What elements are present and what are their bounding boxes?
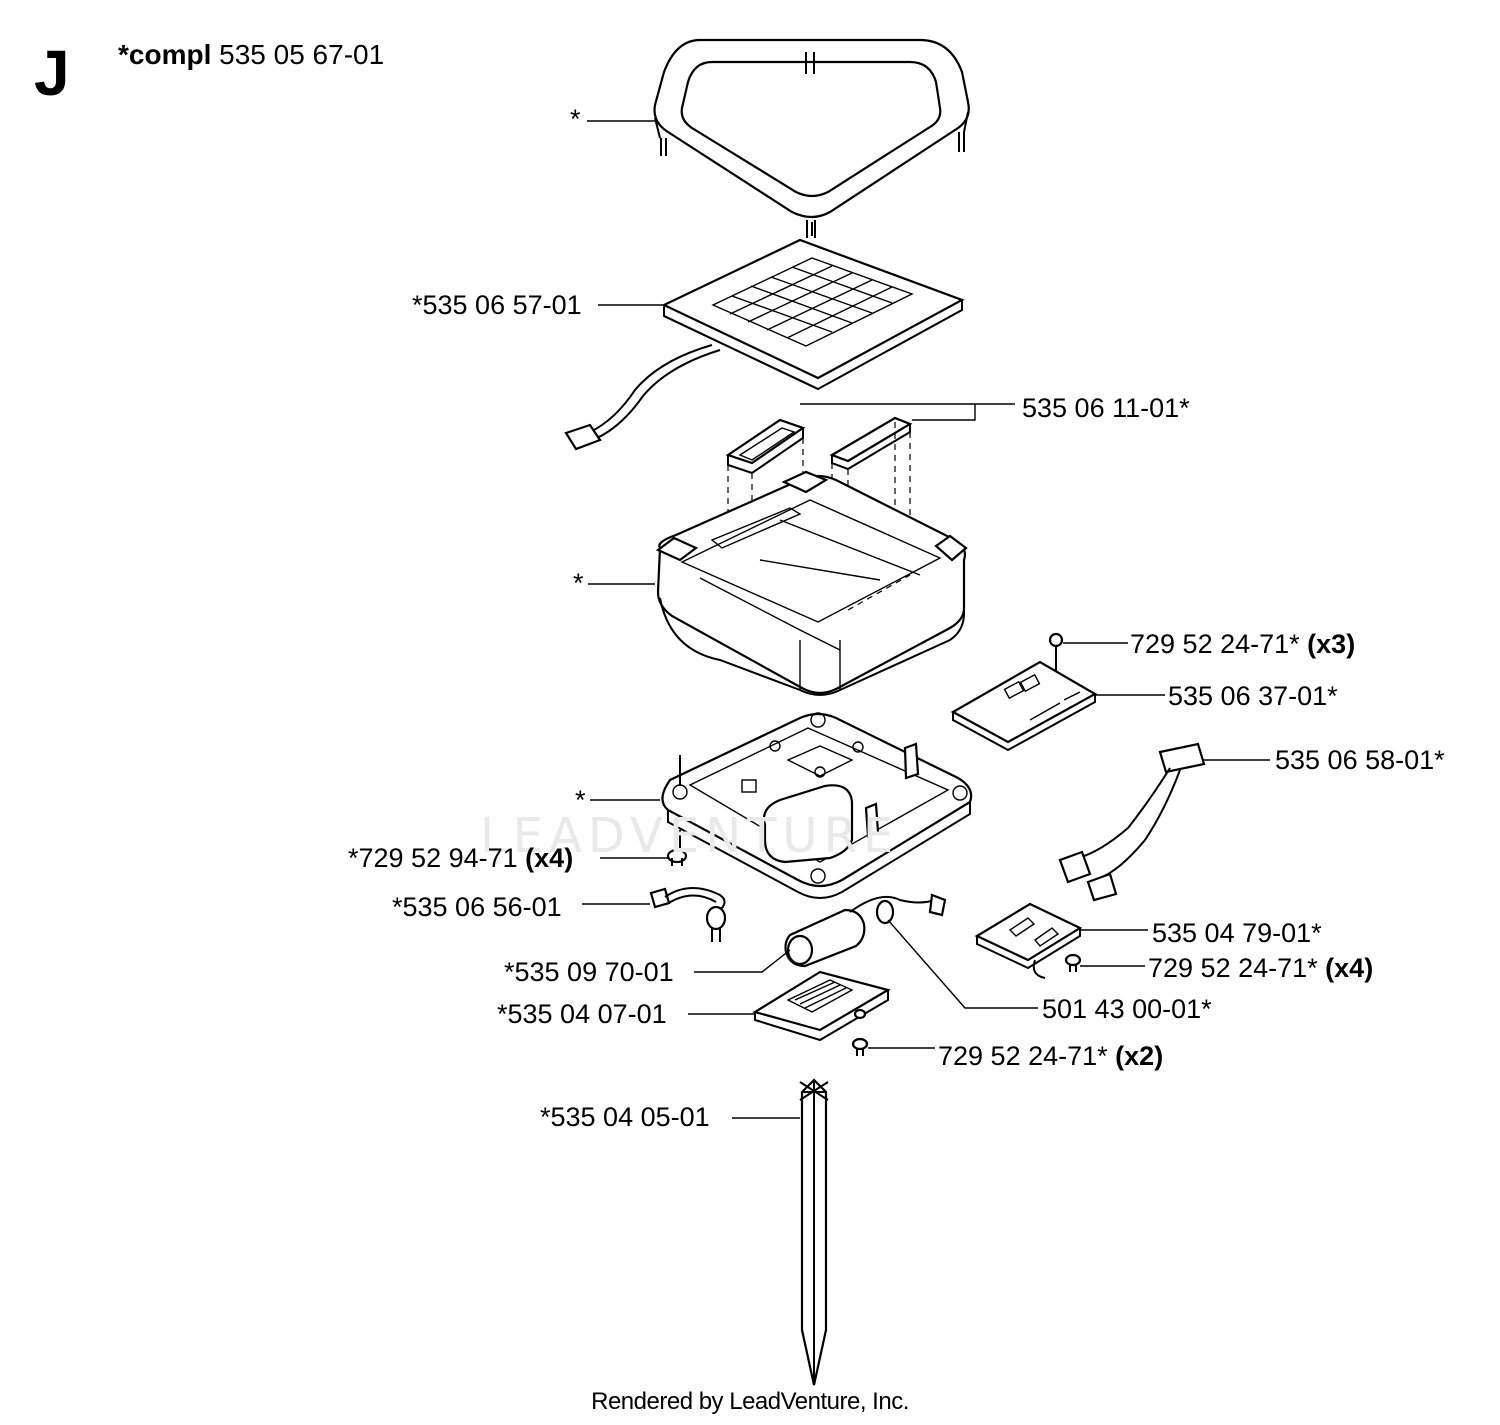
label-battery[interactable]: *535 09 70-01 — [504, 957, 674, 987]
label-stake[interactable]: *535 04 05-01 — [540, 1102, 710, 1132]
housing-top-part[interactable] — [655, 470, 968, 696]
label-screw-base-number: *729 52 94-71 — [348, 843, 518, 873]
label-seals[interactable]: 535 06 11-01* — [1022, 393, 1190, 423]
base-screw-part[interactable] — [666, 830, 688, 866]
label-screw-terminal[interactable]: 729 52 24-71* (x4) — [1148, 952, 1373, 984]
label-housing-top[interactable]: * — [573, 568, 584, 598]
label-pcb[interactable]: 535 06 37-01* — [1168, 681, 1338, 711]
label-screw-base-qty: (x4) — [525, 843, 574, 873]
label-solar-panel[interactable]: *535 06 57-01 — [412, 290, 582, 320]
cable-harness-part[interactable] — [1058, 742, 1206, 902]
label-screw-pcb-qty: (x3) — [1307, 629, 1356, 659]
label-frame[interactable]: * — [570, 104, 581, 134]
cover-plate-part[interactable] — [752, 970, 891, 1056]
compl-prefix: *compl — [118, 39, 212, 70]
label-cable-harness[interactable]: 535 06 58-01* — [1275, 745, 1445, 775]
sensor-cable-part[interactable] — [649, 887, 727, 942]
pcb-part[interactable] — [950, 632, 1098, 752]
watermark: LEADVENTURE — [480, 808, 900, 864]
solar-panel-part[interactable] — [564, 238, 965, 451]
label-screw-cover-number: 729 52 24-71* — [938, 1041, 1108, 1071]
label-grommet-cable[interactable]: 501 43 00-01* — [1042, 994, 1212, 1024]
label-screw-pcb[interactable]: 729 52 24-71* (x3) — [1130, 628, 1355, 660]
section-letter: J — [34, 37, 70, 109]
stake-part[interactable] — [799, 1078, 829, 1386]
label-screw-pcb-number: 729 52 24-71* — [1130, 629, 1300, 659]
seal-parts[interactable] — [725, 416, 913, 610]
render-credit: Rendered by LeadVenture, Inc. — [591, 1388, 909, 1415]
label-terminal-board[interactable]: 535 04 79-01* — [1152, 918, 1322, 948]
leader-lines — [582, 120, 1270, 1119]
label-screw-terminal-number: 729 52 24-71* — [1148, 953, 1318, 983]
label-screw-base[interactable]: *729 52 94-71 (x4) — [348, 842, 573, 874]
battery-part[interactable] — [784, 893, 947, 968]
label-housing-bottom[interactable]: * — [575, 785, 586, 815]
label-screw-cover[interactable]: 729 52 24-71* (x2) — [938, 1040, 1163, 1072]
housing-bottom-part[interactable] — [661, 712, 973, 899]
compl-number: 535 05 67-01 — [219, 39, 385, 70]
label-screw-terminal-qty: (x4) — [1325, 953, 1374, 983]
terminal-board-part[interactable] — [974, 902, 1083, 979]
top-frame-part[interactable] — [653, 38, 970, 238]
label-screw-cover-qty: (x2) — [1115, 1041, 1164, 1071]
complete-assembly-number: *compl 535 05 67-01 — [118, 38, 384, 72]
label-sensor-cable[interactable]: *535 06 56-01 — [392, 892, 562, 922]
label-cover-plate[interactable]: *535 04 07-01 — [497, 999, 667, 1029]
